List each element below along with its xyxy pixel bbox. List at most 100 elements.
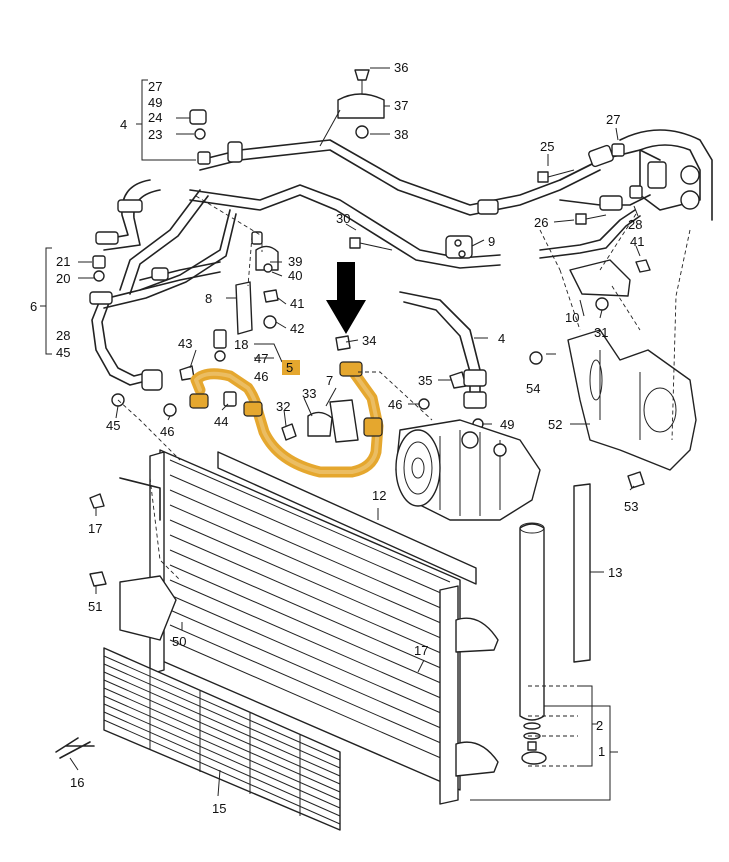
left-pipe-assembly — [89, 261, 221, 391]
cap-28 — [629, 185, 643, 199]
valve-23 — [194, 128, 206, 140]
pipe-block — [141, 369, 163, 391]
callout-50: 50 — [172, 634, 186, 649]
callout-1: 1 — [598, 744, 605, 759]
clip-39 — [255, 245, 279, 271]
bolt-41 — [635, 259, 651, 273]
callout-36: 36 — [394, 60, 408, 75]
callout-23: 23 — [148, 127, 162, 142]
callout-20: 20 — [56, 271, 70, 286]
reference-lines — [117, 195, 691, 767]
pipe-coupling — [227, 141, 243, 163]
upper-pipe-assembly — [95, 139, 601, 309]
callout-33: 33 — [302, 386, 316, 401]
cap-21 — [92, 255, 106, 269]
callout-52: 52 — [548, 417, 562, 432]
callout-2: 2 — [596, 718, 603, 733]
callout-27: 27 — [606, 112, 620, 127]
callout-8: 8 — [205, 291, 212, 306]
callout-47: 47 — [254, 351, 268, 366]
callout-46: 46 — [388, 397, 402, 412]
callout-37: 37 — [394, 98, 408, 113]
callout-16: 16 — [70, 775, 84, 790]
screw-36 — [354, 69, 370, 81]
callout-13: 13 — [608, 565, 622, 580]
callout-30: 30 — [336, 211, 350, 226]
callout-34: 34 — [362, 333, 376, 348]
bolt-17a — [89, 493, 105, 509]
callout-28: 28 — [56, 328, 70, 343]
callout-41: 41 — [630, 234, 644, 249]
callout-32: 32 — [276, 399, 290, 414]
callout-10: 10 — [565, 310, 579, 325]
switch-18 — [213, 329, 227, 349]
callout-38: 38 — [394, 127, 408, 142]
callout-46: 46 — [254, 369, 268, 384]
bracket-8 — [235, 281, 253, 335]
pipe-coupling — [95, 231, 119, 245]
pipe-coupling — [477, 199, 499, 215]
callout-40: 40 — [288, 268, 302, 283]
nut-40 — [263, 263, 273, 273]
indicator-arrow — [326, 262, 366, 334]
callout-28: 28 — [628, 217, 642, 232]
callout-5-highlight — [282, 360, 300, 375]
callout-41: 41 — [290, 296, 304, 311]
callout-21: 21 — [56, 254, 70, 269]
oring-44 — [223, 391, 237, 407]
clip-37 — [337, 93, 385, 119]
oring-46b — [418, 398, 430, 410]
bracket-7 — [329, 399, 359, 443]
bolt-30 — [349, 237, 361, 249]
pressure-hose-5 — [189, 361, 384, 478]
callout-51: 51 — [88, 599, 102, 614]
callout-17: 17 — [88, 521, 102, 536]
condenser-12 — [119, 449, 499, 805]
callout-45: 45 — [106, 418, 120, 433]
callout-27: 27 — [148, 79, 162, 94]
callout-39: 39 — [288, 254, 302, 269]
callout-9: 9 — [488, 234, 495, 249]
callout-6: 6 — [30, 299, 37, 314]
callout-18: 18 — [234, 337, 248, 352]
clip-16 — [55, 737, 95, 759]
evaporator-cover-52 — [567, 329, 697, 471]
seal-strip-13 — [573, 483, 591, 663]
callout-45: 45 — [56, 345, 70, 360]
bolt-26 — [575, 213, 587, 225]
callout-53: 53 — [624, 499, 638, 514]
valve-20 — [93, 270, 105, 282]
callout-5: 5 — [286, 360, 293, 375]
callout-54: 54 — [526, 381, 540, 396]
nut-54 — [529, 351, 543, 365]
callout-44: 44 — [214, 414, 228, 429]
callout-labels: 1 2 4 4 5 6 7 8 9 10 12 13 15 16 17 17 1… — [30, 60, 644, 816]
bracket-10 — [569, 259, 631, 297]
callout-24: 24 — [148, 110, 162, 125]
leader-lines — [40, 67, 641, 801]
callout-49: 49 — [500, 417, 514, 432]
oring-46 — [163, 403, 177, 417]
callout-25: 25 — [540, 139, 554, 154]
callout-35: 35 — [418, 373, 432, 388]
suction-hose-4 — [399, 291, 487, 409]
callout-4: 4 — [498, 331, 505, 346]
callout-46: 46 — [160, 424, 174, 439]
callout-4: 4 — [120, 117, 127, 132]
callout-31: 31 — [594, 325, 608, 340]
callout-26: 26 — [534, 215, 548, 230]
ac-compressor — [395, 419, 541, 521]
nut-31 — [595, 297, 609, 311]
callout-15: 15 — [212, 801, 226, 816]
pipe-flange-9 — [445, 235, 473, 259]
pipe-coupling — [117, 199, 143, 213]
hardware-parts — [55, 69, 651, 759]
bolt-51 — [89, 571, 107, 587]
callout-49: 49 — [148, 95, 162, 110]
nut-38 — [355, 125, 369, 139]
grommet-42 — [263, 315, 277, 329]
bolt-25 — [537, 171, 549, 183]
callout-17: 17 — [414, 643, 428, 658]
callout-43: 43 — [178, 336, 192, 351]
